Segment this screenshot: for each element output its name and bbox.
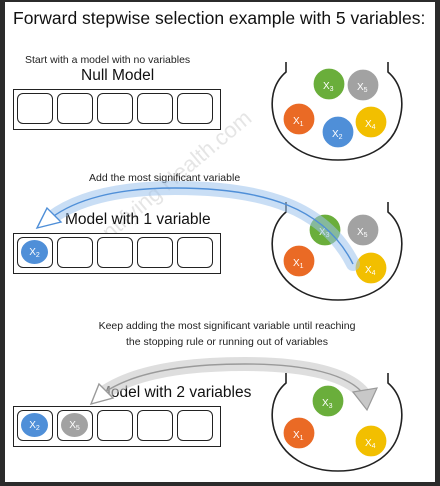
ball-x1: [282, 416, 316, 450]
arrow-add-x2: [35, 180, 360, 271]
svg-text:X5: X5: [357, 227, 368, 239]
ball-x1: [282, 244, 316, 278]
ball-x5: [346, 68, 380, 102]
svg-text:X3: X3: [323, 81, 334, 93]
svg-text:X4: X4: [365, 119, 376, 131]
svg-text:X4: X4: [365, 438, 376, 450]
model-slot: [97, 93, 133, 124]
model-slot: [177, 93, 213, 124]
model-slots-null: [13, 89, 221, 130]
arrow-add-next: [89, 356, 379, 412]
step2-heading: Model with 1 variable: [65, 211, 211, 228]
svg-text:X1: X1: [293, 258, 304, 270]
model-slot: [137, 410, 173, 441]
ball-x4: [354, 424, 388, 458]
ball-x3: [312, 67, 346, 101]
model-slot: [97, 410, 133, 441]
model-slot: [57, 237, 93, 268]
step2-caption: Add the most significant variable: [89, 172, 241, 184]
model-slot: [137, 237, 173, 268]
step1-caption: Start with a model with no variables: [25, 54, 191, 66]
step3-caption-line1: Keep adding the most significant variabl…: [98, 320, 356, 332]
model-slot: [177, 237, 213, 268]
step3-heading: Model with 2 variables: [98, 384, 252, 401]
diagram-frame: Forward stepwise selection example with …: [5, 2, 435, 482]
ball-x4: [354, 105, 388, 139]
svg-text:X5: X5: [357, 82, 368, 94]
model-slot: [177, 410, 213, 441]
model-slot: [17, 93, 53, 124]
ball-x5: [346, 213, 380, 247]
svg-text:X1: X1: [293, 430, 304, 442]
ball-x2: [321, 115, 355, 149]
diagram-title: Forward stepwise selection example with …: [13, 8, 426, 28]
variable-bowl-1: X3 X5 X1 X2 X4: [271, 62, 403, 161]
svg-text:X3: X3: [322, 398, 333, 410]
svg-text:X2: X2: [332, 129, 343, 141]
svg-text:X4: X4: [365, 265, 376, 277]
model-slot: [137, 93, 173, 124]
step3-caption-line2: the stopping rule or running out of vari…: [126, 336, 328, 348]
ball-x1: [282, 102, 316, 136]
variable-bowl-3: X3 X1 X4: [271, 373, 403, 472]
step1-heading: Null Model: [81, 67, 155, 84]
ball-x3: [311, 384, 345, 418]
model-slot: [97, 237, 133, 268]
model-slot: [57, 93, 93, 124]
svg-text:X1: X1: [293, 116, 304, 128]
